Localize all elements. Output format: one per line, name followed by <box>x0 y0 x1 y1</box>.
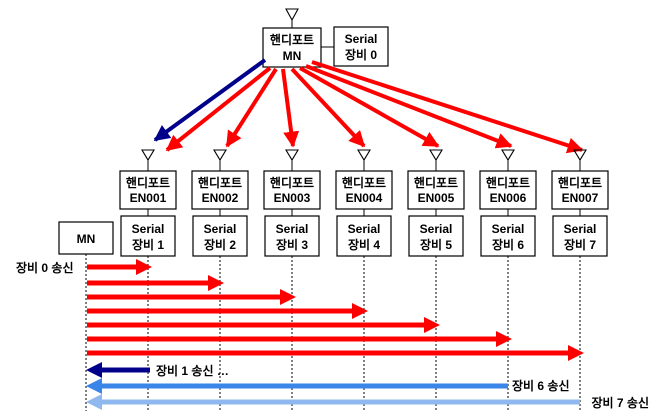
master-label-1: 핸디포트 <box>270 32 314 47</box>
antenna-en003 <box>285 149 299 162</box>
timeline-mn-box <box>58 221 114 255</box>
node-id-en006: EN006 <box>490 191 527 205</box>
node-name-en002: 핸디포트 <box>198 175 242 190</box>
serial-box-5 <box>408 215 464 257</box>
serial-label-3b: 장비 3 <box>276 237 308 252</box>
serial-label-7b: 장비 7 <box>564 237 596 252</box>
node-en004: 핸디포트 EN004 Serial 장비 4 <box>335 149 393 257</box>
serial-box-6 <box>480 215 536 257</box>
node-name-en001: 핸디포트 <box>126 175 170 190</box>
broadcast-arrow-en007 <box>311 60 584 154</box>
node-en006: 핸디포트 EN006 Serial 장비 6 <box>479 149 537 257</box>
master-serial-box <box>333 26 389 67</box>
tx7-label: 장비 7 송신 <box>591 395 649 410</box>
antenna-en005 <box>429 149 443 162</box>
serial-box-2 <box>192 215 248 257</box>
serial-label-6a: Serial <box>492 222 525 236</box>
broadcast-arrow-en002 <box>225 67 278 148</box>
broadcast-arrow-en003 <box>281 68 300 148</box>
node-name-en004: 핸디포트 <box>342 175 386 190</box>
tx0-arrow-7-head <box>568 345 584 361</box>
node-id-en007: EN007 <box>562 191 599 205</box>
tx6-arrow-head <box>86 378 102 394</box>
serial-box-7 <box>552 215 608 257</box>
node-id-en004: EN004 <box>346 191 383 205</box>
tx0-arrow-6-head <box>496 331 512 347</box>
serial-label-1b: 장비 1 <box>132 237 164 252</box>
master-serial-label-2: 장비 0 <box>345 47 377 62</box>
network-arrows <box>153 58 584 154</box>
antenna-en002 <box>213 149 227 162</box>
tx0-arrow-4-head <box>352 303 368 319</box>
broadcast-arrow-en005 <box>299 66 440 148</box>
tx6-label: 장비 6 송신 <box>512 378 570 393</box>
serial-label-3a: Serial <box>276 222 309 236</box>
tx0-arrow-3-head <box>280 289 296 305</box>
node-box-en005 <box>407 170 465 210</box>
tx1-arrow-head <box>86 362 102 378</box>
node-en003: 핸디포트 EN003 Serial 장비 3 <box>263 149 321 257</box>
node-id-en003: EN003 <box>274 191 311 205</box>
master-serial-label-1: Serial <box>345 32 378 46</box>
node-box-en002 <box>191 170 249 210</box>
node-name-en007: 핸디포트 <box>558 175 602 190</box>
tx0-label: 장비 0 송신 <box>16 260 74 275</box>
serial-label-5b: 장비 5 <box>420 237 452 252</box>
timeline-mn-label: MN <box>77 232 96 246</box>
tx1-label: 장비 1 송신 … <box>156 363 229 378</box>
tx0-arrow-5-head <box>424 317 440 333</box>
reply-arrow-en001 <box>153 58 267 142</box>
node-id-en001: EN001 <box>130 191 167 205</box>
broadcast-arrow-en006 <box>305 64 513 149</box>
serial-label-2a: Serial <box>204 222 237 236</box>
serial-label-7a: Serial <box>564 222 597 236</box>
tx0-arrow-2-head <box>208 275 224 291</box>
node-name-en006: 핸디포트 <box>486 175 530 190</box>
antenna-en007 <box>573 149 587 162</box>
node-en001: 핸디포트 EN001 Serial 장비 1 <box>119 149 177 257</box>
tx0-arrow-1-head <box>136 259 152 275</box>
antenna-en006 <box>501 149 515 162</box>
node-en007: 핸디포트 EN007 Serial 장비 7 <box>551 149 609 257</box>
broadcast-arrow-en004 <box>290 67 366 148</box>
node-box-en003 <box>263 170 321 210</box>
tx7-arrow-head <box>86 394 102 410</box>
node-en005: 핸디포트 EN005 Serial 장비 5 <box>407 149 465 257</box>
node-box-en004 <box>335 170 393 210</box>
master-antenna <box>285 8 299 28</box>
node-box-en007 <box>551 170 609 210</box>
broadcast-arrow-en001 <box>165 66 272 152</box>
node-id-en002: EN002 <box>202 191 239 205</box>
serial-label-2b: 장비 2 <box>204 237 236 252</box>
node-name-en005: 핸디포트 <box>414 175 458 190</box>
node-name-en003: 핸디포트 <box>270 175 314 190</box>
node-box-en001 <box>119 170 177 210</box>
serial-label-6b: 장비 6 <box>492 237 524 252</box>
master-label-2: MN <box>283 49 302 63</box>
serial-label-5a: Serial <box>420 222 453 236</box>
antenna-en001 <box>141 149 155 162</box>
tx0-arrows <box>87 259 584 361</box>
serial-box-4 <box>336 215 392 257</box>
reply-arrows <box>86 362 580 410</box>
antenna-en004 <box>357 149 371 162</box>
serial-label-1a: Serial <box>132 222 165 236</box>
node-id-en005: EN005 <box>418 191 455 205</box>
node-en002: 핸디포트 EN002 Serial 장비 2 <box>191 149 249 257</box>
serial-label-4b: 장비 4 <box>348 237 380 252</box>
serial-label-4a: Serial <box>348 222 381 236</box>
